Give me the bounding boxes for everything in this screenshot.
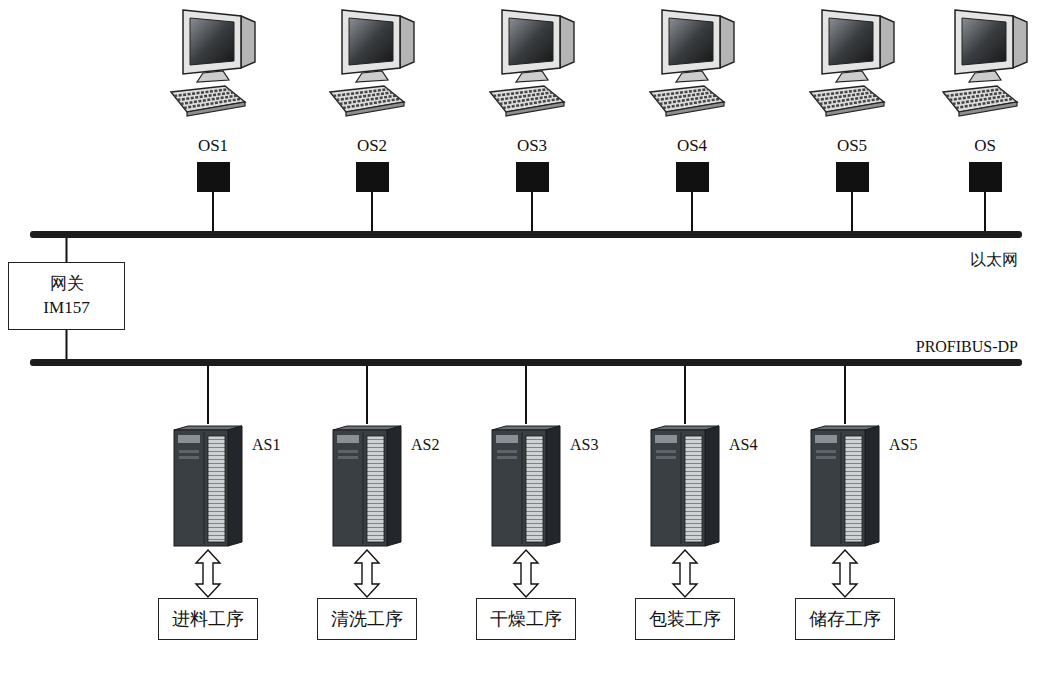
label-holder: 以太网 bbox=[970, 251, 1018, 269]
bus-drop-line bbox=[984, 192, 986, 231]
bus-drop-line bbox=[844, 366, 846, 424]
network-port bbox=[676, 162, 709, 192]
label-holder: OS1 bbox=[163, 136, 263, 156]
station-label: AS1 bbox=[252, 436, 280, 454]
double-arrow bbox=[355, 550, 379, 597]
network-port bbox=[197, 162, 230, 192]
double-arrow bbox=[514, 550, 538, 597]
process-label: 清洗工序 bbox=[331, 608, 403, 630]
station-label: OS1 bbox=[163, 136, 263, 156]
computer-icon bbox=[943, 10, 1027, 116]
network-bus: PROFIBUS-DP bbox=[30, 359, 1022, 366]
automation-station: AS3 bbox=[488, 424, 564, 549]
computer-icon bbox=[482, 6, 582, 118]
label-holder: OS3 bbox=[482, 136, 582, 156]
bus-drop-line bbox=[851, 192, 853, 231]
label-holder: AS5 bbox=[889, 436, 917, 454]
double-arrow bbox=[196, 550, 220, 597]
bus-drop-line bbox=[66, 238, 68, 262]
automation-station: AS2 bbox=[329, 424, 405, 549]
computer-icon bbox=[330, 10, 414, 116]
plc-icon bbox=[333, 426, 401, 546]
operator-station: OS1 bbox=[163, 6, 263, 192]
automation-station: AS4 bbox=[647, 424, 723, 549]
label-holder: AS4 bbox=[729, 436, 757, 454]
label-holder: OS2 bbox=[322, 136, 422, 156]
computer-icon bbox=[935, 6, 1035, 118]
station-label: AS3 bbox=[570, 436, 598, 454]
bus-label: PROFIBUS-DP bbox=[916, 338, 1018, 356]
process-label: 储存工序 bbox=[809, 608, 881, 630]
plc-icon bbox=[170, 424, 246, 549]
station-label: AS2 bbox=[411, 436, 439, 454]
gateway-label: 网关 IM157 bbox=[35, 272, 99, 320]
bus-drop-line bbox=[684, 366, 686, 424]
double-arrow bbox=[673, 550, 697, 597]
process-label: 进料工序 bbox=[172, 608, 244, 630]
operator-station: OS3 bbox=[482, 6, 582, 192]
network-port bbox=[516, 162, 549, 192]
bus-drop-line bbox=[525, 366, 527, 424]
operator-station: OS5 bbox=[802, 6, 902, 192]
plc-icon bbox=[807, 424, 883, 549]
gateway-box: 网关 IM157 bbox=[8, 262, 125, 330]
plc-icon bbox=[329, 424, 405, 549]
computer-icon bbox=[802, 6, 902, 118]
automation-station: AS5 bbox=[807, 424, 883, 549]
computer-icon bbox=[642, 6, 742, 118]
label-holder: OS4 bbox=[642, 136, 742, 156]
plc-icon bbox=[488, 424, 564, 549]
process-box: 清洗工序 bbox=[317, 598, 417, 640]
bus-drop-line bbox=[366, 366, 368, 424]
bus-drop-line bbox=[66, 330, 68, 359]
computer-icon bbox=[163, 6, 263, 118]
station-label: AS5 bbox=[889, 436, 917, 454]
plc-icon bbox=[651, 426, 719, 546]
double-arrow bbox=[833, 550, 857, 597]
network-port bbox=[969, 162, 1002, 192]
bus-drop-line bbox=[371, 192, 373, 231]
computer-icon bbox=[171, 10, 255, 116]
process-box: 进料工序 bbox=[158, 598, 258, 640]
operator-station: OS bbox=[935, 6, 1035, 192]
label-holder: OS bbox=[935, 136, 1035, 156]
bus-drop-line bbox=[531, 192, 533, 231]
label-holder: AS1 bbox=[252, 436, 280, 454]
process-label: 包装工序 bbox=[649, 608, 721, 630]
process-box: 干燥工序 bbox=[476, 598, 576, 640]
network-port bbox=[356, 162, 389, 192]
computer-icon bbox=[650, 10, 734, 116]
operator-station: OS4 bbox=[642, 6, 742, 192]
operator-station: OS2 bbox=[322, 6, 422, 192]
plc-icon bbox=[647, 424, 723, 549]
station-label: AS4 bbox=[729, 436, 757, 454]
station-label: OS bbox=[935, 136, 1035, 156]
automation-station: AS1 bbox=[170, 424, 246, 549]
station-label: OS2 bbox=[322, 136, 422, 156]
station-label: OS4 bbox=[642, 136, 742, 156]
bus-drop-line bbox=[212, 192, 214, 231]
plc-icon bbox=[811, 426, 879, 546]
plc-icon bbox=[492, 426, 560, 546]
label-holder: OS5 bbox=[802, 136, 902, 156]
process-box: 包装工序 bbox=[635, 598, 735, 640]
plc-icon bbox=[174, 426, 242, 546]
label-holder: AS3 bbox=[570, 436, 598, 454]
network-bus: 以太网 bbox=[30, 231, 1022, 238]
process-label: 干燥工序 bbox=[490, 608, 562, 630]
bus-label: 以太网 bbox=[970, 251, 1018, 269]
computer-icon bbox=[322, 6, 422, 118]
label-holder: AS2 bbox=[411, 436, 439, 454]
computer-icon bbox=[490, 10, 574, 116]
station-label: OS3 bbox=[482, 136, 582, 156]
bus-drop-line bbox=[691, 192, 693, 231]
bus-drop-line bbox=[207, 366, 209, 424]
network-port bbox=[836, 162, 869, 192]
label-holder: PROFIBUS-DP bbox=[916, 338, 1018, 356]
process-box: 储存工序 bbox=[795, 598, 895, 640]
station-label: OS5 bbox=[802, 136, 902, 156]
computer-icon bbox=[810, 10, 894, 116]
